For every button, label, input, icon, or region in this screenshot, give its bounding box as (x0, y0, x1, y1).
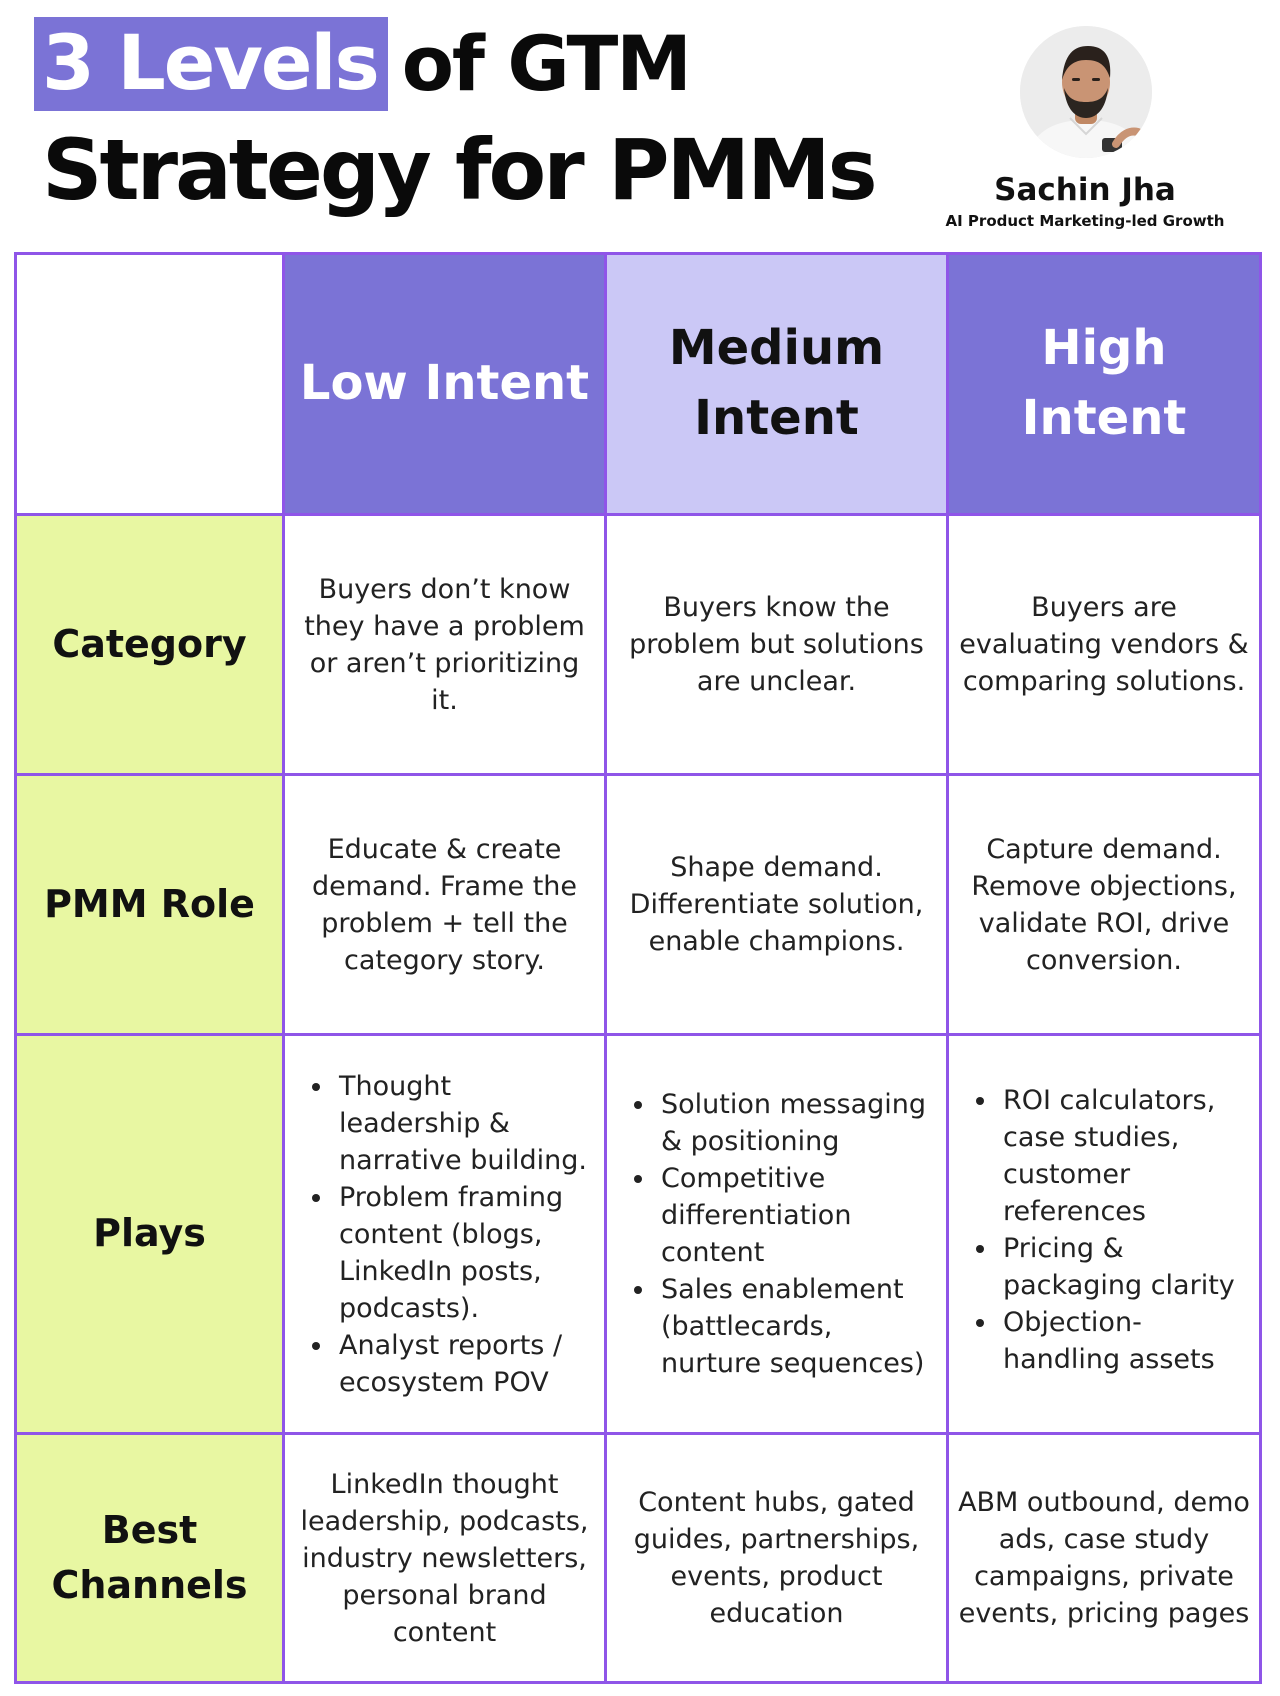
list-item: Problem framing content (blogs, LinkedIn… (335, 1179, 596, 1327)
author-avatar (1020, 26, 1152, 158)
row-label-category: Category (17, 516, 282, 773)
title-highlight: 3 Levels (34, 17, 388, 111)
row-label-pmm-role: PMM Role (17, 776, 282, 1033)
list-item: ROI calculators, case studies, customer … (999, 1082, 1251, 1230)
table-cell: Thought leadership & narrative building.… (285, 1036, 604, 1432)
table-corner-cell (17, 255, 282, 513)
list-item: Pricing & packaging clarity (999, 1230, 1251, 1304)
table-cell: Educate & create demand. Frame the probl… (285, 776, 604, 1033)
row-label-best-channels-text: Best Channels (51, 1507, 248, 1607)
title-rest: of GTM (401, 19, 692, 108)
person-photo-icon (1020, 26, 1152, 158)
table-cell: Content hubs, gated guides, partnerships… (607, 1435, 946, 1681)
column-header-low-intent: Low Intent (285, 255, 604, 513)
list-item: Competitive differentiation content (657, 1160, 938, 1271)
gtm-levels-table: Low Intent Medium Intent High Intent Cat… (14, 252, 1262, 1684)
table-cell: ROI calculators, case studies, customer … (949, 1036, 1259, 1432)
page-title-line1: 3 Levels of GTM (34, 12, 692, 116)
author-name: Sachin Jha (994, 172, 1176, 208)
table-cell: Buyers know the problem but solutions ar… (607, 516, 946, 773)
table-cell: Solution messaging & positioning Competi… (607, 1036, 946, 1432)
table-cell: ABM outbound, demo ads, case study campa… (949, 1435, 1259, 1681)
list-item: Thought leadership & narrative building. (335, 1068, 596, 1179)
column-header-medium-intent: Medium Intent (607, 255, 946, 513)
column-header-high-intent: High Intent (949, 255, 1259, 513)
table-cell: Shape demand. Differentiate solution, en… (607, 776, 946, 1033)
table-cell: Buyers don’t know they have a problem or… (285, 516, 604, 773)
table-cell: Capture demand. Remove objections, valid… (949, 776, 1259, 1033)
list-item: Solution messaging & positioning (657, 1086, 938, 1160)
list-item: Analyst reports / ecosystem POV (335, 1327, 596, 1401)
bullet-list: Thought leadership & narrative building.… (299, 1068, 596, 1401)
bullet-list: Solution messaging & positioning Competi… (621, 1086, 938, 1382)
row-label-plays: Plays (17, 1036, 282, 1432)
table-cell: LinkedIn thought leadership, podcasts, i… (285, 1435, 604, 1681)
bullet-list: ROI calculators, case studies, customer … (963, 1082, 1251, 1378)
column-header-medium-intent-text: Medium Intent (668, 320, 885, 446)
row-label-best-channels: Best Channels (17, 1435, 282, 1681)
list-item: Objection-handling assets (999, 1304, 1251, 1378)
author-tagline: AI Product Marketing-led Growth (945, 212, 1225, 230)
list-item: Sales enablement (battlecards, nurture s… (657, 1271, 938, 1382)
table-cell: Buyers are evaluating vendors & comparin… (949, 516, 1259, 773)
page-title-line2: Strategy for PMMs (42, 121, 878, 219)
